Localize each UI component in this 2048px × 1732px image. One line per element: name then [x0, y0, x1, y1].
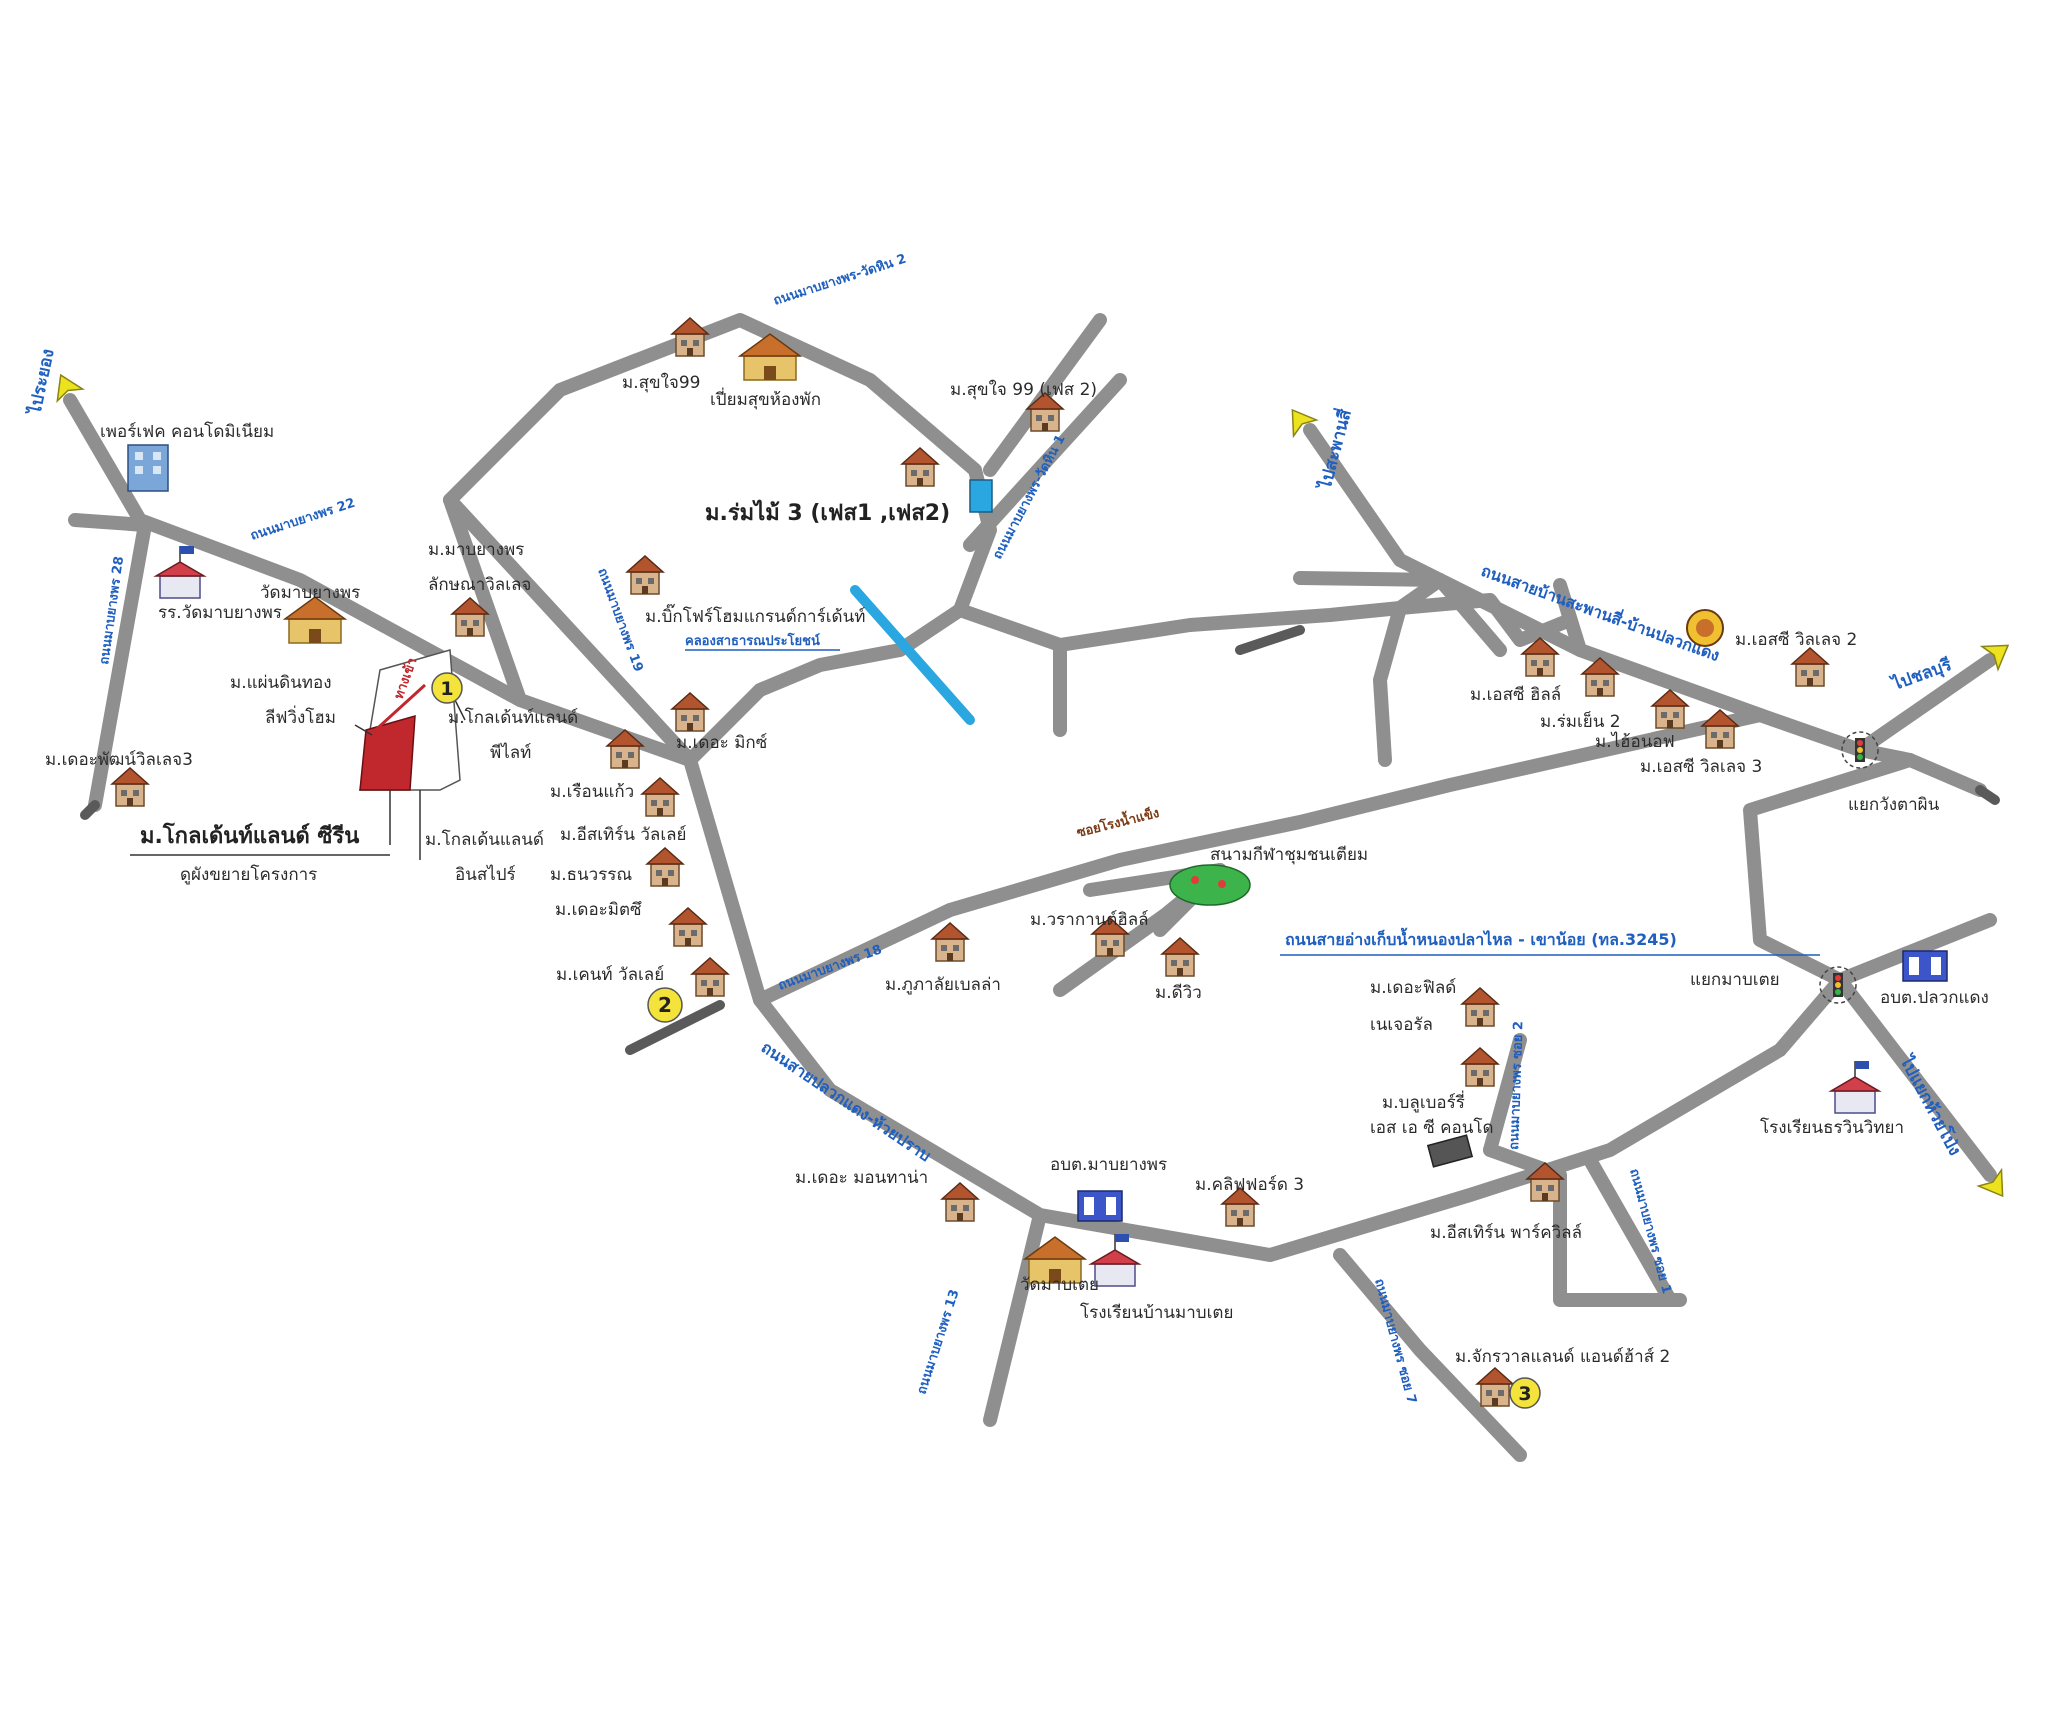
- label-village-3: ม.เดอะพัฒน์วิลเลจ3: [45, 750, 193, 770]
- label-big-four: ม.บิ๊กโฟร์โฮมแกรนด์การ์เด้นท์: [645, 603, 865, 627]
- label-obt-map-yang-phon: อบต.มาบยางพร: [1050, 1155, 1167, 1175]
- marker-2: 2: [647, 987, 683, 1023]
- house-big-four-icon: [626, 555, 664, 595]
- label-project-main: ม.โกลเด้นท์แลนด์ ซีรีน: [140, 822, 359, 849]
- label-rom-yen: ม.ร่มเย็น 2: [1540, 710, 1621, 732]
- label-cent-valley: ม.เคนท์ วัลเลย์: [556, 965, 664, 985]
- label-ruean-kaew: ม.เรือนแก้ว: [550, 782, 634, 802]
- label-the-field: ม.เดอะฟิลด์: [1370, 978, 1456, 998]
- house-dview-icon: [1161, 937, 1199, 977]
- label-phaen-din-thong: ม.แผ่นดินทอง: [230, 673, 332, 693]
- label-ssc-condo: เอส เอ ซี คอนโด: [1370, 1117, 1494, 1138]
- label-wat-map-yang-phon: วัดมาบยางพร: [260, 583, 360, 603]
- stadium-icon: [1169, 864, 1251, 906]
- label-piam-suk: เปี่ยมสุขห้องพัก: [710, 387, 821, 410]
- house-village-3-icon: [111, 767, 149, 807]
- label-stadium: สนามกีฬาชุมชนเตียม: [1210, 845, 1368, 865]
- house-hi-on-off-icon: [1651, 689, 1689, 729]
- house-the-mix-icon: [671, 692, 709, 732]
- label-living-home: ลีฟวิ่งโฮม: [265, 705, 336, 728]
- label-phuphalai: ม.ภูภาลัยเบลล่า: [885, 975, 1001, 995]
- house-mitsu-icon: [669, 907, 707, 947]
- label-golden-inspire: ม.โกลเด้นแลนด์: [425, 829, 544, 850]
- marker-1-label: 1: [440, 678, 453, 700]
- label-blueberry: ม.บลูเบอร์รี่: [1382, 1090, 1465, 1113]
- school-wat-icon: [155, 545, 205, 599]
- label-warakarn: ม.วรากานต์ฮิลล์: [1030, 910, 1149, 930]
- label-sukjai-99: ม.สุขใจ99: [622, 372, 701, 393]
- road-label-18: ถนนมาบยางพร 18: [776, 942, 884, 993]
- road-label-soi-ice: ซอยโรงน้ำแข็ง: [1074, 802, 1160, 841]
- house-cent-valley-icon: [691, 957, 729, 997]
- dir-huai-pong: ไปแยกห้วยโป่ง: [1895, 1051, 1966, 1159]
- label-montana: ม.เดอะ มอนทาน่า: [795, 1168, 928, 1188]
- road-label-nong-pla-lai: ถนนสายอ่างเก็บน้ำหนองปลาไหล - เขาน้อย (ท…: [1285, 927, 1677, 949]
- house-sukjai-icon: [671, 317, 709, 357]
- label-the-field-2: เนเจอรัล: [1370, 1015, 1433, 1035]
- label-rom-mai-3: ม.ร่มไม้ 3 (เฟส1 ,เฟส2): [705, 499, 950, 526]
- marker-3: 3: [1509, 1377, 1541, 1409]
- house-rom-mai-icon: [901, 447, 939, 487]
- canal-label: คลองสาธารณประโยชน์: [685, 632, 820, 649]
- label-dview: ม.ดีวิว: [1155, 983, 1202, 1003]
- house-montana-icon: [941, 1182, 979, 1222]
- royal-emblem-icon: [1686, 609, 1724, 647]
- label-eastern-valley: ม.อีสเทิร์น วัลเลย์: [560, 825, 687, 845]
- label-chakrawan: ม.จักรวาลแลนด์ แอนด์ฮ้าส์ 2: [1455, 1347, 1670, 1367]
- house-eastern-valley-icon: [641, 777, 679, 817]
- label-ssi-hill: ม.เอสซี ฮิลล์: [1470, 685, 1561, 705]
- label-golden-inspire-2: อินสไปร์: [455, 864, 516, 885]
- marker-2-label: 2: [658, 993, 672, 1017]
- label-thanawan: ม.ธนวรรณ: [550, 865, 632, 885]
- condo-ssc-icon: [1426, 1134, 1474, 1168]
- house-phuphalai-icon: [931, 922, 969, 962]
- label-yaek-map-toei: แยกมาบเตย: [1690, 970, 1780, 990]
- label-ssi-village-2: ม.เอสซี วิลเลจ 2: [1735, 630, 1857, 650]
- label-ssi-village-3: ม.เอสซี วิลเลจ 3: [1640, 757, 1762, 777]
- label-lak-villa: ลักษณาวิลเลจ: [428, 575, 531, 595]
- school-thawin-icon: [1830, 1060, 1880, 1114]
- label-school-wat: รร.วัดมาบยางพร: [158, 603, 282, 623]
- road-label-soi-2: ถนนมาบยางพร ซอย 2: [1507, 1021, 1526, 1150]
- label-project-sub: ดูผังขยายโครงการ: [180, 864, 317, 885]
- road-label-13: ถนนมาบยางพร 13: [915, 1288, 963, 1396]
- marker-3-label: 3: [1518, 1383, 1531, 1405]
- label-golden-land-lite-2: พีไลท์: [490, 742, 531, 763]
- label-perfect-condo: เพอร์เฟค คอนโดมิเนียม: [100, 421, 274, 442]
- house-blueberry-icon: [1461, 1047, 1499, 1087]
- label-clifford-3: ม.คลิฟฟอร์ด 3: [1195, 1175, 1304, 1195]
- marker-1: 1: [431, 672, 463, 704]
- house-the-field-icon: [1461, 987, 1499, 1027]
- water-tower-icon: [969, 479, 993, 513]
- dir-rayong: ไประยอง: [24, 347, 59, 418]
- label-wat-map-toei: วัดมาบเตย: [1020, 1275, 1099, 1295]
- office-obt-map-yang-phon-icon: [1077, 1190, 1123, 1222]
- road-network: [63, 313, 2000, 1462]
- label-hi-on-off: ม.ไฮ้อนอฟ: [1595, 731, 1675, 752]
- label-school-map-toei: โรงเรียนบ้านมาบเตย: [1080, 1302, 1233, 1323]
- label-mitsu: ม.เดอะมิตซึ: [555, 900, 642, 920]
- label-golden-land-lite: ม.โกลเด้นท์แลนด์: [448, 707, 578, 728]
- label-yaek-wang: แยกวังตาผิน: [1848, 795, 1940, 815]
- road-label-huai-prap: ถนนสายปลวกแดง-ห้วยปราบ: [758, 1038, 935, 1166]
- label-map-yang-phon: ม.มาบยางพร: [428, 540, 524, 560]
- road-label-wat-hin-2: ถนนมาบยางพร-วัดหิน 2: [772, 252, 909, 309]
- office-obt-pluak-daeng-icon: [1902, 950, 1948, 982]
- road-label-22: ถนนมาบยางพร 22: [249, 496, 357, 544]
- house-ssi-village-2-icon: [1791, 647, 1829, 687]
- label-obt-pluak-daeng: อบต.ปลวกแดง: [1880, 988, 1989, 1008]
- label-school-thawin: โรงเรียนธรวินวิทยา: [1760, 1117, 1904, 1138]
- label-eastern-park: ม.อีสเทิร์น พาร์ควิลล์: [1430, 1223, 1582, 1243]
- label-the-mix: ม.เดอะ มิกซ์: [676, 733, 767, 753]
- label-sukjai-99-phase2: ม.สุขใจ 99 (เฟส 2): [950, 379, 1097, 400]
- canal-line: [850, 585, 975, 725]
- house-thanawan-icon: [646, 847, 684, 887]
- house-chakrawan-icon: [1476, 1367, 1514, 1407]
- building-condo-icon: [127, 444, 169, 492]
